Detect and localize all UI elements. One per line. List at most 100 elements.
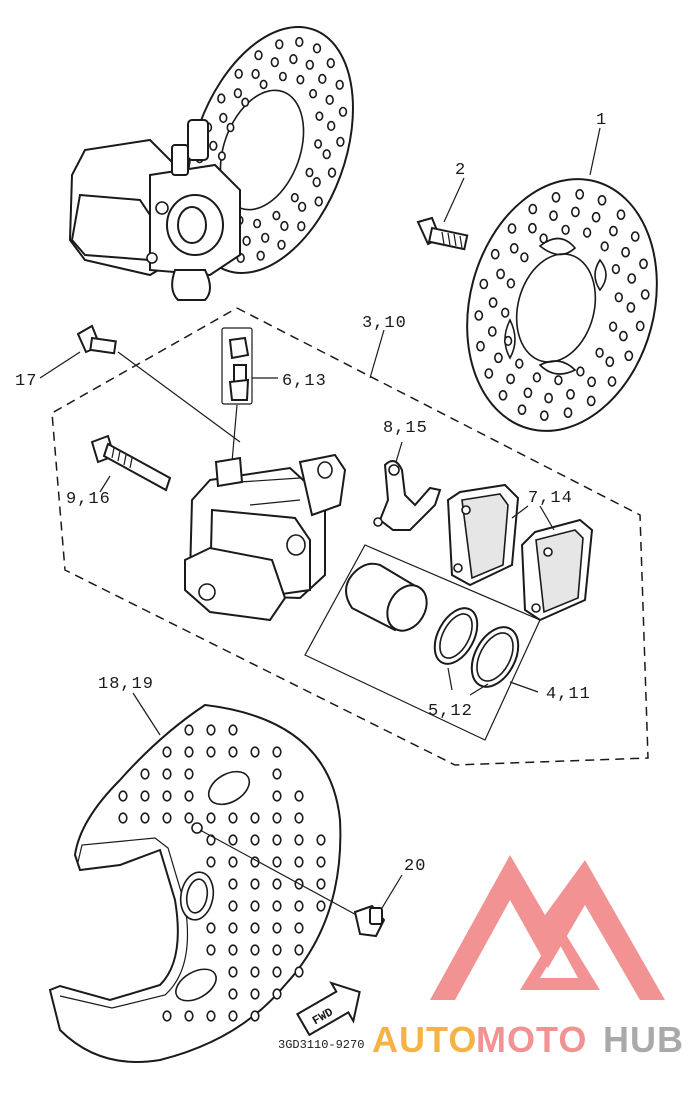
disc-vent-hole: [509, 243, 519, 254]
disc-vent-hole: [228, 988, 238, 1000]
disc-vent-hole: [219, 112, 228, 123]
label-part-2: 2: [455, 161, 466, 180]
disc-vent-hole: [639, 258, 648, 270]
disc-vent-hole: [275, 39, 284, 50]
disc-vent-hole: [326, 57, 335, 69]
disc-vent-hole: [595, 347, 604, 358]
brake-disc-part-18-19: [48, 703, 342, 1063]
disc-vent-hole: [315, 111, 324, 121]
disc-vent-hole: [297, 201, 307, 212]
label-part-17: 17: [15, 372, 37, 391]
bleed-screw-part-6-13: [221, 327, 253, 405]
disc-vent-hole: [234, 68, 243, 79]
disc-vent-hole: [294, 900, 304, 912]
disc-vent-hole: [305, 59, 314, 70]
disc-vent-hole: [624, 350, 634, 362]
disc-vent-hole: [498, 389, 508, 401]
brake-disc-part-1: [466, 178, 658, 432]
disc-vent-hole: [250, 834, 260, 846]
dust-seal-part-5-12: [433, 607, 479, 665]
disc-vent-hole: [250, 812, 260, 824]
disc-vent-hole: [162, 1010, 172, 1022]
disc-vent-hole: [184, 790, 194, 802]
disc-vent-hole: [253, 218, 262, 229]
disc-vent-hole: [515, 358, 524, 369]
label-part-4-11: 4,11: [546, 685, 591, 704]
label-part-20: 20: [404, 857, 426, 876]
automotohub-logo: AUTO MOTO HUB: [372, 855, 684, 1060]
disc-vent-hole: [226, 122, 235, 133]
disc-vent-hole: [162, 768, 172, 780]
disc-vent-hole: [316, 878, 326, 890]
disc-vent-hole: [640, 289, 650, 300]
disc-vent-hole: [609, 225, 618, 237]
disc-vent-hole: [228, 922, 238, 934]
disc-vent-hole: [228, 966, 238, 978]
disc-vent-hole: [294, 922, 304, 934]
disc-vent-hole: [528, 203, 538, 215]
disc-vent-hole: [270, 57, 279, 68]
disc-vent-hole: [554, 375, 563, 386]
disc-vent-hole: [272, 922, 282, 934]
disc-vent-hole: [627, 273, 637, 284]
disc-vent-hole: [528, 222, 537, 234]
disc-vent-hole: [272, 944, 282, 956]
disc-vent-hole: [206, 812, 216, 824]
disc-vent-hole: [250, 1010, 260, 1022]
disc-vent-hole: [474, 310, 484, 321]
disc-vent-hole: [272, 988, 282, 1000]
disc-vent-hole: [228, 900, 238, 912]
disc-vent-hole: [294, 856, 304, 868]
disc-vent-hole: [250, 966, 260, 978]
disc-vent-hole: [626, 302, 636, 313]
disc-vent-hole: [322, 149, 331, 160]
disc-vent-hole: [621, 246, 630, 258]
disc-vent-hole: [250, 944, 260, 956]
label-part-3-10: 3,10: [362, 314, 407, 333]
label-part-6-13: 6,13: [282, 372, 327, 391]
disc-vent-hole: [563, 407, 573, 419]
piston-seal-part-4-11: [470, 626, 520, 688]
disc-vent-hole: [586, 395, 596, 407]
disc-vent-hole: [611, 264, 621, 275]
logo-text-moto: MOTO: [476, 1019, 587, 1060]
disc-vent-hole: [539, 233, 548, 244]
disc-vent-hole: [338, 106, 348, 117]
disc-vent-hole: [209, 140, 218, 151]
disc-vent-hole: [312, 43, 322, 54]
disc-vent-hole: [295, 36, 304, 48]
piston: [345, 562, 428, 632]
disc-vent-hole: [250, 900, 260, 912]
label-part-8-15: 8,15: [383, 419, 428, 438]
disc-vent-hole: [233, 88, 243, 99]
disc-vent-hole: [305, 167, 314, 178]
disc-vent-hole: [571, 206, 580, 218]
disc-vent-hole: [294, 790, 304, 802]
disc-vent-hole: [496, 268, 505, 280]
disc-vent-hole: [616, 209, 626, 220]
disc-vent-hole: [228, 1010, 238, 1022]
disc-vent-hole: [228, 812, 238, 824]
disc-vent-hole: [297, 221, 306, 232]
disc-vent-hole: [272, 746, 282, 758]
disc-vent-hole: [118, 790, 128, 802]
caliper-assembled: [68, 119, 241, 301]
disc-vent-hole: [532, 372, 542, 383]
disc-vent-hole: [228, 856, 238, 868]
disc-vent-hole: [539, 410, 549, 422]
disc-vent-hole: [162, 746, 172, 758]
disc-vent-hole: [228, 746, 238, 758]
bolt-part-17: [76, 324, 117, 355]
disc-vent-hole: [140, 768, 150, 780]
disc-vent-hole: [294, 834, 304, 846]
disc-vent-hole: [507, 223, 517, 234]
disc-vent-hole: [272, 900, 282, 912]
disc-vent-hole: [228, 944, 238, 956]
label-part-9-16: 9,16: [66, 490, 111, 509]
disc-vent-hole: [241, 97, 250, 108]
disc-vent-hole: [162, 812, 172, 824]
disc-vent-hole: [184, 1010, 194, 1022]
disc-vent-hole: [294, 944, 304, 956]
logo-text-hub: HUB: [603, 1019, 684, 1060]
assembly-boundary-3-10: [51, 307, 649, 766]
